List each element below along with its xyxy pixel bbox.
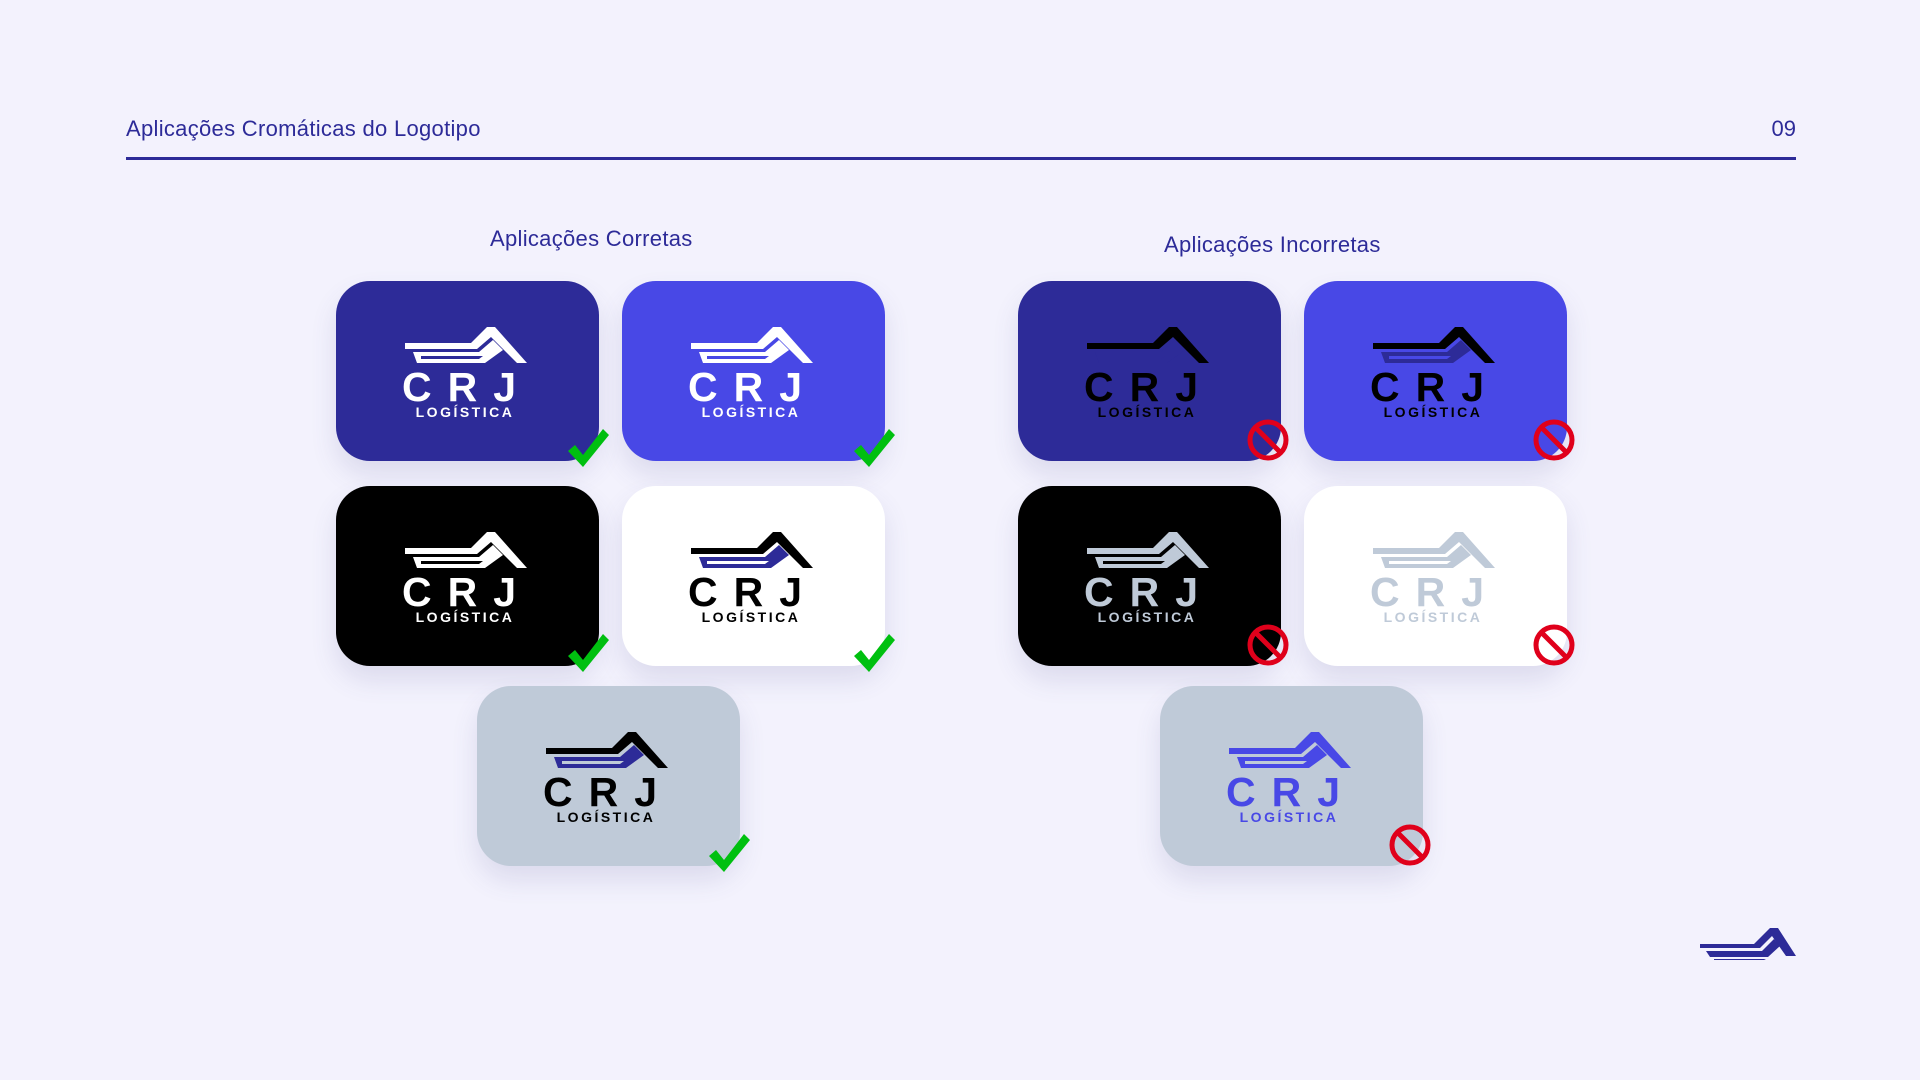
logo-wordmark: CRJ [1370, 364, 1500, 410]
prohibited-icon [1247, 624, 1289, 666]
roof-stripes-icon [546, 732, 668, 768]
check-mark-icon [709, 834, 750, 872]
roof-stripes-icon [1087, 327, 1209, 363]
logo-wordmark: CRJ [1370, 569, 1500, 615]
roof-stripes-icon [405, 532, 527, 568]
logo-subword: LOGÍSTICA [1098, 404, 1197, 420]
section-title-incorrect: Aplicações Incorretas [1164, 232, 1381, 257]
logo-subword: LOGÍSTICA [1384, 609, 1483, 625]
prohibited-icon [1533, 624, 1575, 666]
check-mark-icon [854, 429, 895, 467]
logo-subword: LOGÍSTICA [557, 809, 656, 825]
logo-subword: LOGÍSTICA [702, 609, 801, 625]
logo-subword: LOGÍSTICA [1098, 609, 1197, 625]
logo-wordmark: CRJ [402, 569, 532, 615]
prohibited-icon [1389, 824, 1431, 866]
check-mark-icon [854, 634, 895, 672]
prohibited-icon [1247, 419, 1289, 461]
logo-wordmark: CRJ [1084, 364, 1214, 410]
roof-stripes-icon [1373, 532, 1495, 568]
logo-wordmark: CRJ [1084, 569, 1214, 615]
page-title: Aplicações Cromáticas do Logotipo [126, 116, 481, 141]
roof-stripes-icon [1700, 928, 1796, 960]
logo-wordmark: CRJ [543, 769, 673, 815]
roof-stripes-icon [1373, 327, 1495, 363]
roof-stripes-icon [1087, 532, 1209, 568]
page-number: 09 [1771, 116, 1796, 141]
logo-wordmark: CRJ [1226, 769, 1356, 815]
logo-wordmark: CRJ [402, 364, 532, 410]
logo-subword: LOGÍSTICA [416, 609, 515, 625]
logo-wordmark: CRJ [688, 569, 818, 615]
check-mark-icon [568, 429, 609, 467]
roof-stripes-icon [691, 327, 813, 363]
logo-subword: LOGÍSTICA [1384, 404, 1483, 420]
logo-wordmark: CRJ [688, 364, 818, 410]
header-divider [126, 157, 1796, 160]
logo-subword: LOGÍSTICA [416, 404, 515, 420]
logo-subword: LOGÍSTICA [1240, 809, 1339, 825]
section-title-correct: Aplicações Corretas [490, 226, 693, 251]
roof-stripes-icon [691, 532, 813, 568]
check-mark-icon [568, 634, 609, 672]
logo-subword: LOGÍSTICA [702, 404, 801, 420]
roof-stripes-icon [1229, 732, 1351, 768]
prohibited-icon [1533, 419, 1575, 461]
roof-stripes-icon [405, 327, 527, 363]
